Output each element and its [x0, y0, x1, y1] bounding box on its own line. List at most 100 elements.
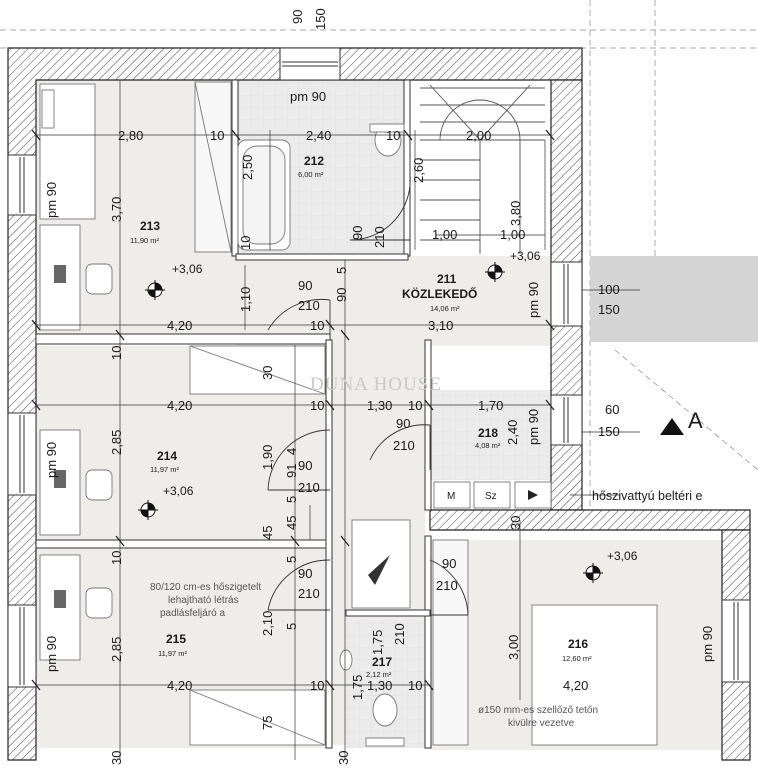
floor-terrace [590, 256, 758, 342]
arrow-down-left-icon [368, 555, 390, 585]
dim-d5a: 5 [334, 267, 349, 274]
room-211-level: +3,06 [510, 249, 541, 263]
dim-d30b: 30 [508, 516, 523, 530]
dim-h240: 2,40 [505, 420, 520, 445]
dim-d210a: 210 [372, 226, 387, 248]
dim-h210: 2,10 [260, 611, 275, 636]
ladder-note-3: padlásfeljáró a [160, 608, 225, 619]
room-214-area: 11,97 m² [150, 465, 180, 474]
dim-d10e: 10 [408, 398, 422, 413]
ladder-note-1: 80/120 cm-es hőszigetelt [150, 582, 261, 593]
level-marker-213 [145, 280, 165, 300]
room-labels: 213 11,90 m² +3,06 212 6,00 m² 211 KÖZLE… [130, 154, 638, 679]
heatpump-note: hőszivattyú beltéri e [592, 489, 703, 503]
room-216-level: +3,06 [607, 549, 638, 563]
dim-d5c: 5 [284, 453, 299, 460]
dim-w-stair: 2,00 [466, 128, 491, 143]
dim-d10c: 10 [109, 346, 124, 360]
dim-pm90-215: pm 90 [44, 636, 59, 672]
room-213-area: 11,90 m² [130, 236, 160, 245]
floor-stair [406, 80, 551, 256]
dim-h190: 1,90 [260, 445, 275, 470]
dim-d45b: 45 [284, 516, 299, 530]
room-215-number: 215 [166, 632, 186, 646]
dim-d45a: 45 [260, 526, 275, 540]
level-marker-216 [583, 563, 603, 583]
furniture [39, 81, 658, 747]
dim-d175b: 1,75 [350, 675, 365, 700]
dim-d213: 10 [210, 128, 224, 143]
dim-pm90-216: pm 90 [700, 626, 715, 662]
dim-pm90-213: pm 90 [44, 182, 59, 218]
appliance-sz [473, 481, 511, 509]
dim-d90e: 90 [298, 458, 312, 473]
dim-d30a: 30 [260, 366, 275, 380]
level-markers [138, 262, 603, 583]
dim-w420b: 4,20 [167, 398, 192, 413]
appliance-m-label: M [447, 491, 455, 502]
dim-w310: 3,10 [428, 318, 453, 333]
doors [267, 174, 469, 616]
chair-213 [85, 263, 113, 295]
dim-pm90-214: pm 90 [44, 442, 59, 478]
staircase [420, 84, 545, 254]
dim-d90g: 90 [442, 556, 456, 571]
level-marker-211 [485, 262, 505, 282]
dim-d90f: 90 [298, 566, 312, 581]
chair-214 [85, 469, 113, 501]
room-211-number: 211 [437, 272, 457, 286]
dim-w213: 2,80 [118, 128, 143, 143]
dim-pm90-211: pm 90 [526, 282, 541, 318]
dim-d210b: 210 [298, 298, 320, 313]
dim-top-150: 150 [313, 8, 328, 30]
dim-d90b: 90 [334, 288, 349, 302]
section-marker-a: A [688, 408, 703, 433]
level-marker-214 [138, 500, 158, 520]
room-217-area: 2,12 m² [366, 670, 392, 679]
room-211-name: KÖZLEKEDŐ [402, 286, 477, 301]
room-215-area: 11,97 m² [158, 649, 188, 658]
dim-d212: 10 [386, 128, 400, 143]
dim-d5e: 5 [284, 623, 299, 630]
watermark-text: DUNA HOUSE [310, 374, 442, 395]
dim-d30d: 30 [336, 751, 351, 765]
dim-h285b: 2,85 [109, 637, 124, 662]
dim-d210c: 210 [393, 438, 415, 453]
dim-ext60: 60 [605, 402, 619, 417]
dim-d110: 1,10 [238, 287, 253, 312]
dim-ext100: 100 [598, 282, 620, 297]
dim-d30c: 30 [109, 751, 124, 765]
dim-d90c: 90 [298, 278, 312, 293]
dim-top-90: 90 [290, 10, 305, 24]
dim-d10f: 10 [260, 538, 275, 552]
dim-d90a: 90 [350, 226, 365, 240]
dim-h-stair: 2,60 [411, 158, 426, 183]
appliance-sz-label: Sz [485, 491, 497, 502]
dim-d10i: 10 [408, 678, 422, 693]
dim-d210e: 210 [298, 586, 320, 601]
dim-w170: 1,70 [478, 398, 503, 413]
dim-h213: 3,70 [109, 197, 124, 222]
room-218-area: 4,08 m² [475, 441, 501, 450]
dim-d5b: 5 [284, 496, 299, 503]
dim-d10a: 10 [238, 236, 253, 250]
dim-d175a: 1,75 [370, 630, 385, 655]
dim-h300: 3,00 [506, 635, 521, 660]
dim-d210d: 210 [298, 480, 320, 495]
dim-h212: 2,50 [240, 155, 255, 180]
dim-d10d: 10 [310, 398, 324, 413]
construction-lines [0, 0, 758, 510]
dim-step1: 1,00 [432, 227, 457, 242]
dim-lvl-stair: +3,06 [510, 249, 543, 264]
dim-d4: 4 [284, 448, 299, 455]
dim-h-stair2: 3,80 [508, 201, 523, 226]
dim-w130a: 1,30 [367, 398, 392, 413]
dim-d10h: 10 [310, 678, 324, 693]
dim-step2: 1,00 [500, 227, 525, 242]
windows [7, 47, 751, 688]
ladder-note-2: lehajtható létrás [168, 595, 239, 606]
notes: hőszivattyú beltéri e 80/120 cm-es hőszi… [150, 408, 703, 729]
dim-pm90-top: pm 90 [290, 89, 326, 104]
section-triangle-icon [660, 418, 684, 435]
dim-w420a: 4,20 [167, 318, 192, 333]
